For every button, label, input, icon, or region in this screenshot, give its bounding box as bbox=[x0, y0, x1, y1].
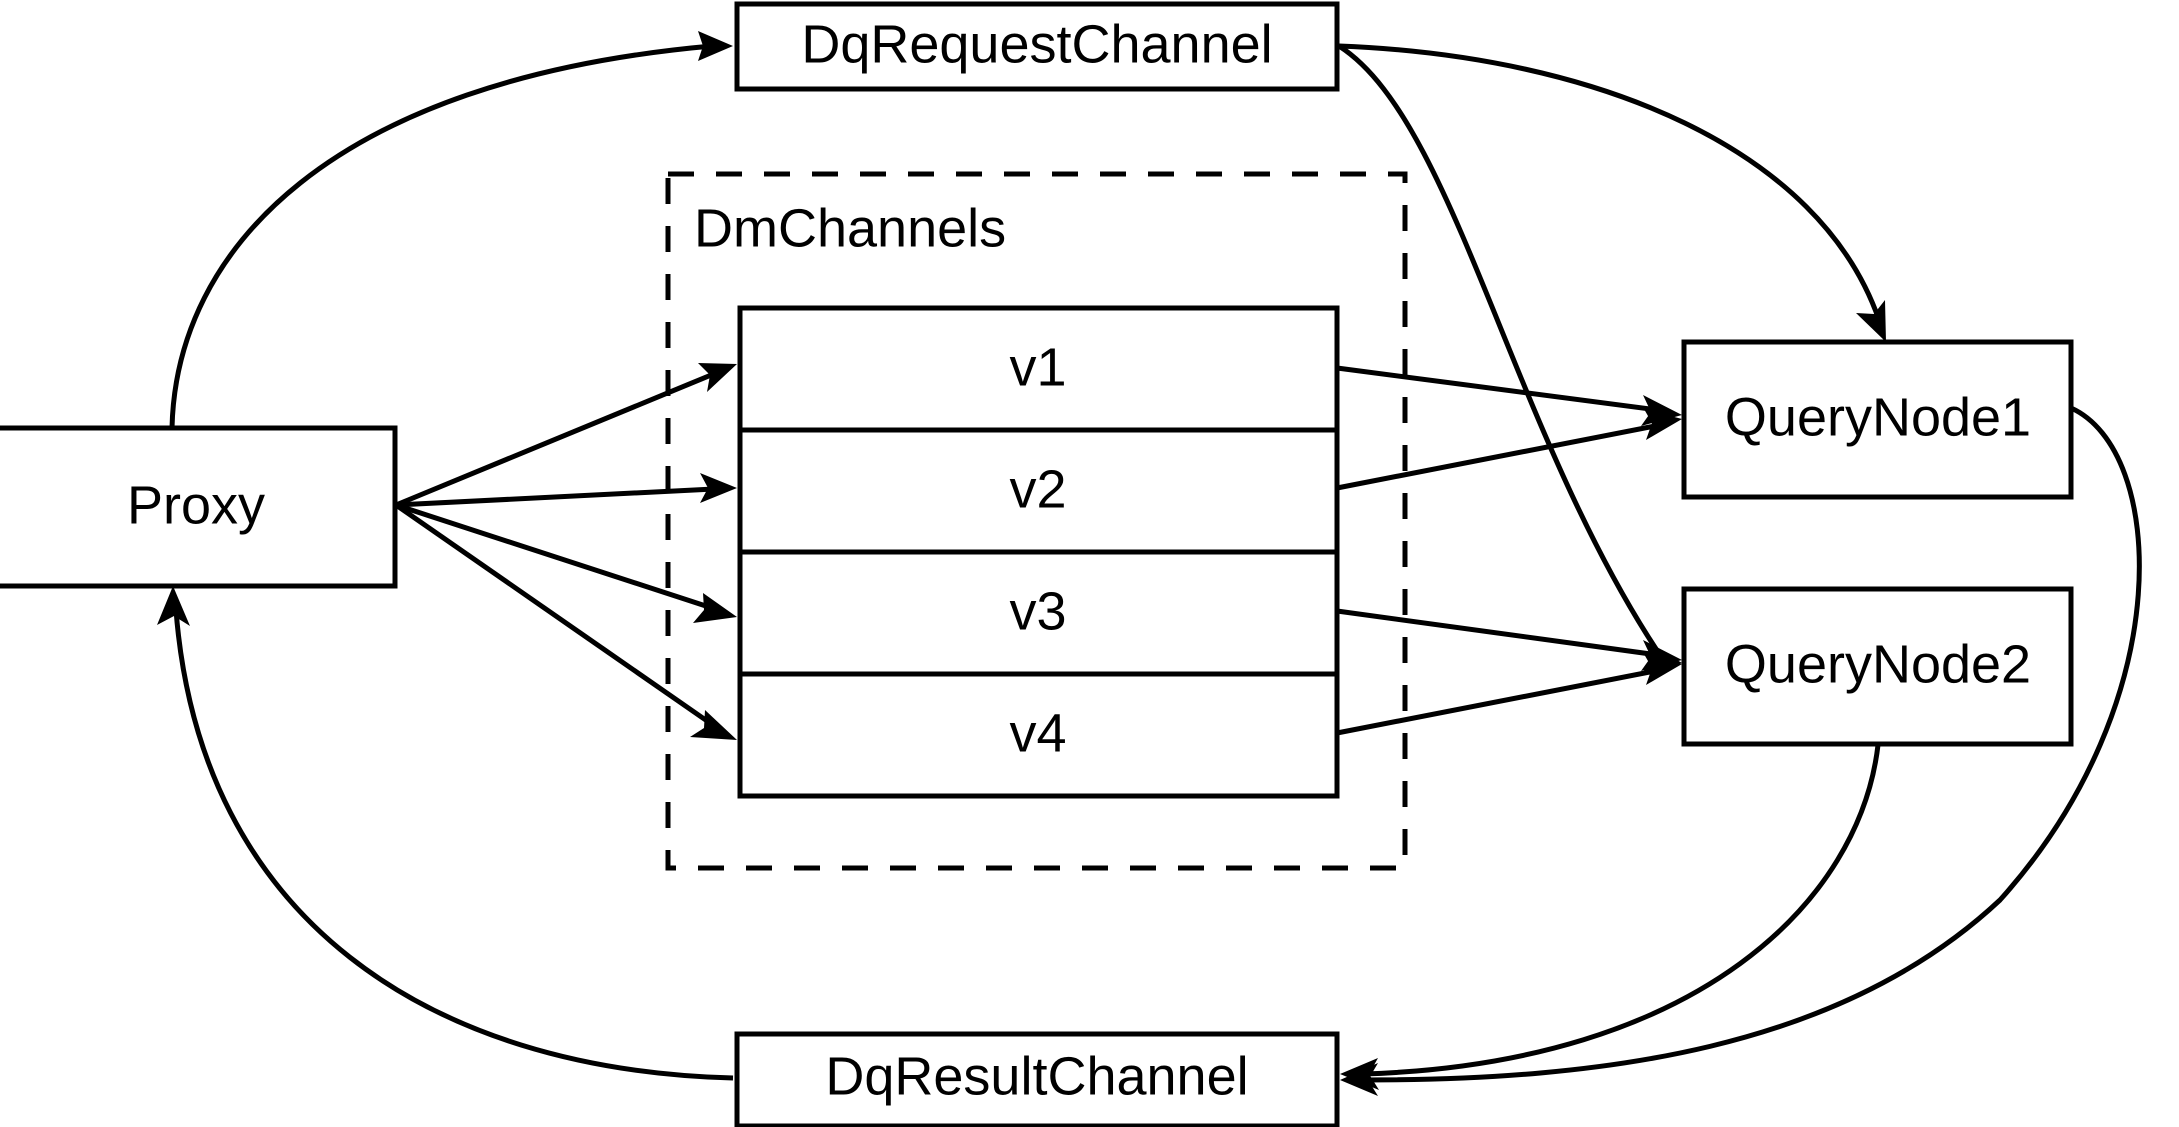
channel-stack: v1 v2 v3 v4 bbox=[737, 305, 1340, 799]
arrowhead-icon bbox=[1340, 1058, 1379, 1090]
arrowhead-icon bbox=[693, 593, 737, 623]
arrowhead-icon bbox=[698, 363, 737, 392]
node-dqrequestchannel-label: DqRequestChannel bbox=[801, 14, 1272, 74]
channel-item-v1[interactable]: v1 bbox=[1009, 337, 1066, 397]
arrowhead-icon bbox=[157, 586, 190, 626]
arrowhead-icon bbox=[698, 31, 733, 61]
edge-v3-to-querynode2 bbox=[1336, 608, 1682, 671]
node-querynode1-box[interactable] bbox=[1681, 339, 2074, 500]
channel-item-v3[interactable]: v3 bbox=[1009, 581, 1066, 641]
edge-dqrequestchannel-to-querynode2 bbox=[1337, 43, 1682, 672]
node-dqresultchannel-box[interactable] bbox=[734, 1031, 1340, 1127]
node-proxy-box[interactable] bbox=[0, 425, 398, 589]
node-dqrequestchannel[interactable]: DqRequestChannel bbox=[734, 1, 1340, 92]
node-dqrequestchannel-box[interactable] bbox=[734, 1, 1340, 92]
arrowhead-icon bbox=[1856, 300, 1886, 342]
node-querynode1-label: QueryNode1 bbox=[1725, 387, 2031, 447]
node-proxy-label: Proxy bbox=[127, 475, 265, 535]
edge-querynode1-to-dqresultchannel bbox=[1340, 405, 2142, 1096]
edge-dqresultchannel-to-proxy bbox=[157, 586, 734, 1081]
dmchannels-group-label: DmChannels bbox=[694, 198, 1006, 258]
edge-querynode2-to-dqresultchannel bbox=[1340, 744, 1881, 1090]
edge-proxy-to-v2 bbox=[395, 473, 737, 508]
node-dqresultchannel-label: DqResultChannel bbox=[825, 1046, 1248, 1106]
node-dqresultchannel[interactable]: DqResultChannel bbox=[734, 1031, 1340, 1127]
arrowhead-icon bbox=[690, 710, 737, 740]
node-querynode2-box[interactable] bbox=[1681, 586, 2074, 747]
edge-v1-to-querynode1 bbox=[1336, 365, 1682, 426]
dmchannels-group-border bbox=[665, 171, 1408, 871]
node-querynode2[interactable]: QueryNode2 bbox=[1681, 586, 2074, 747]
edge-v4-to-querynode2 bbox=[1336, 654, 1682, 736]
arrowhead-icon bbox=[1643, 641, 1682, 672]
node-querynode2-label: QueryNode2 bbox=[1725, 634, 2031, 694]
edge-proxy-to-v3 bbox=[395, 502, 737, 623]
edge-v2-to-querynode1 bbox=[1336, 409, 1682, 491]
edge-proxy-to-v4 bbox=[394, 502, 737, 740]
arrowhead-icon bbox=[700, 473, 737, 503]
node-proxy[interactable]: Proxy bbox=[0, 425, 398, 589]
arrowhead-icon bbox=[1644, 409, 1682, 440]
channel-item-v4[interactable]: v4 bbox=[1009, 703, 1066, 763]
channel-item-v2[interactable]: v2 bbox=[1009, 459, 1066, 519]
dmchannels-group: DmChannels bbox=[665, 171, 1408, 871]
edge-proxy-to-v1 bbox=[395, 363, 737, 508]
edge-dqrequestchannel-to-querynode1 bbox=[1338, 43, 1886, 342]
edge-proxy-to-dqrequestchannel bbox=[169, 31, 733, 429]
node-querynode1[interactable]: QueryNode1 bbox=[1681, 339, 2074, 500]
